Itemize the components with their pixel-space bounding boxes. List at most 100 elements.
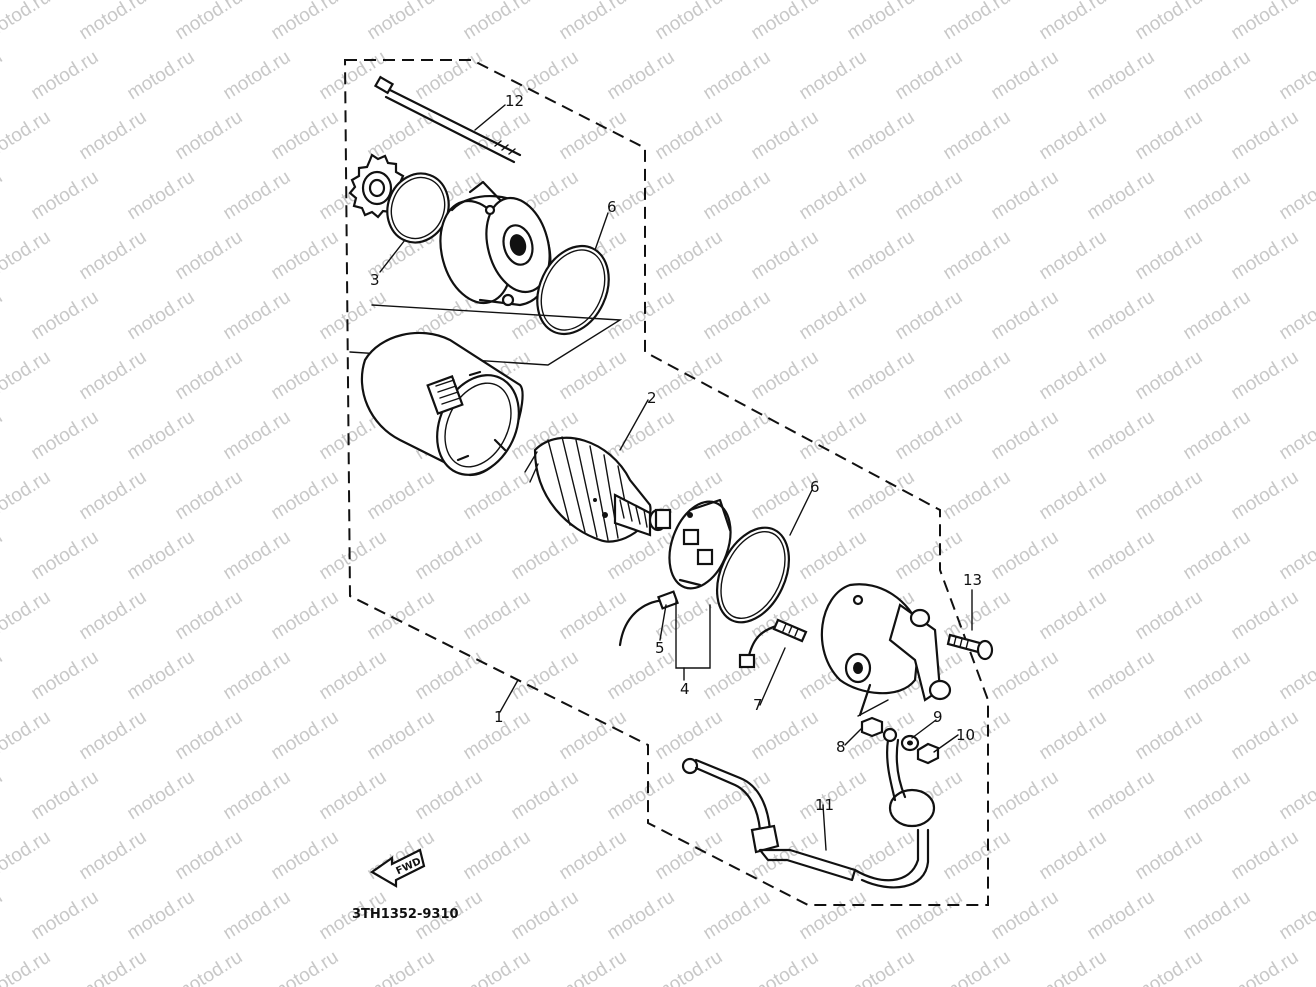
watermark-text: motod.ru (940, 347, 1015, 405)
watermark-text: motod.ru (28, 47, 103, 105)
watermark-text: motod.ru (1228, 827, 1303, 885)
watermark-text: motod.ru (1084, 47, 1159, 105)
watermark-text: motod.ru (988, 167, 1063, 225)
watermark-text: motod.ru (1180, 47, 1255, 105)
watermark-text: motod.ru (1228, 107, 1303, 165)
watermark-text: motod.ru (940, 0, 1015, 44)
watermark-text: motod.ru (1132, 0, 1207, 44)
callout-6-top: 6 (607, 198, 617, 216)
watermark-text: motod.ru (940, 707, 1015, 765)
mounting-bolt (946, 633, 994, 661)
watermark-text: motod.ru (412, 767, 487, 825)
watermark-text: motod.ru (1228, 467, 1303, 525)
callout-11: 11 (815, 796, 834, 814)
watermark-text: motod.ru (1036, 587, 1111, 645)
watermark-text: motod.ru (172, 467, 247, 525)
watermark-text: motod.ru (76, 347, 151, 405)
watermark-text: motod.ru (1276, 287, 1316, 345)
watermark-text: motod.ru (460, 587, 535, 645)
watermark-text: motod.ru (844, 347, 919, 405)
watermark-text: motod.ru (268, 347, 343, 405)
watermark-text: motod.ru (172, 347, 247, 405)
watermark-text: motod.ru (76, 107, 151, 165)
watermark-text: motod.ru (844, 107, 919, 165)
watermark-text: motod.ru (364, 467, 439, 525)
watermark-text: motod.ru (508, 767, 583, 825)
watermark-text: motod.ru (1132, 947, 1207, 987)
watermark-text: motod.ru (0, 347, 54, 405)
o-ring-top (536, 244, 610, 336)
callout-9: 9 (933, 708, 943, 726)
watermark-text: motod.ru (1036, 467, 1111, 525)
watermark-text: motod.ru (316, 527, 391, 585)
nut-8 (860, 716, 884, 738)
watermark-text: motod.ru (940, 947, 1015, 987)
watermark-text: motod.ru (172, 827, 247, 885)
watermark-text: motod.ru (652, 107, 727, 165)
watermark-text: motod.ru (652, 227, 727, 285)
callout-10: 10 (956, 726, 975, 744)
watermark-text: motod.ru (172, 947, 247, 987)
watermark-text: motod.ru (604, 887, 679, 945)
watermark-text: motod.ru (268, 227, 343, 285)
watermark-text: motod.ru (268, 707, 343, 765)
watermark-text: motod.ru (892, 167, 967, 225)
watermark-text: motod.ru (0, 0, 54, 44)
watermark-text: motod.ru (1132, 707, 1207, 765)
callout-7: 7 (753, 696, 763, 714)
watermark-text: motod.ru (892, 527, 967, 585)
watermark-text: motod.ru (28, 887, 103, 945)
watermark-text: motod.ru (748, 0, 823, 44)
watermark-text: motod.ru (1036, 0, 1111, 44)
watermark-text: motod.ru (1084, 167, 1159, 225)
watermark-text: motod.ru (316, 47, 391, 105)
watermark-text: motod.ru (0, 527, 6, 585)
watermark-text: motod.ru (748, 347, 823, 405)
watermark-text: motod.ru (0, 587, 54, 645)
watermark-text: motod.ru (1132, 827, 1207, 885)
watermark-text: motod.ru (316, 287, 391, 345)
watermark-text: motod.ru (1036, 107, 1111, 165)
watermark-text: motod.ru (508, 527, 583, 585)
watermark-text: motod.ru (172, 587, 247, 645)
watermark-text: motod.ru (652, 0, 727, 44)
assembly-boundary (343, 59, 989, 906)
watermark-text: motod.ru (844, 0, 919, 44)
watermark-text: motod.ru (412, 527, 487, 585)
watermark-text: motod.ru (220, 527, 295, 585)
watermark-text: motod.ru (28, 527, 103, 585)
callout-3: 3 (370, 271, 380, 289)
watermark-text: motod.ru (124, 647, 199, 705)
watermark-text: motod.ru (1180, 527, 1255, 585)
watermark-text: motod.ru (556, 0, 631, 44)
callout-12: 12 (505, 92, 524, 110)
watermark-text: motod.ru (988, 47, 1063, 105)
watermark-text: motod.ru (940, 467, 1015, 525)
watermark-text: motod.ru (1228, 947, 1303, 987)
watermark-text: motod.ru (0, 827, 54, 885)
watermark-text: motod.ru (0, 407, 6, 465)
watermark-text: motod.ru (220, 287, 295, 345)
watermark-text: motod.ru (556, 947, 631, 987)
callout-2: 2 (647, 389, 657, 407)
watermark-text: motod.ru (460, 0, 535, 44)
callout-4: 4 (680, 680, 690, 698)
watermark-text: motod.ru (796, 407, 871, 465)
watermark-text: motod.ru (364, 0, 439, 44)
watermark-text: motod.ru (1276, 767, 1316, 825)
yoke-housing (360, 331, 524, 477)
watermark-text: motod.ru (652, 827, 727, 885)
watermark-text: motod.ru (1084, 527, 1159, 585)
watermark-text: motod.ru (940, 827, 1015, 885)
watermark-text: motod.ru (0, 287, 6, 345)
watermark-text: motod.ru (28, 767, 103, 825)
watermark-text: motod.ru (1036, 947, 1111, 987)
rear-cover (820, 583, 952, 717)
watermark-text: motod.ru (892, 47, 967, 105)
watermark-text: motod.ru (172, 0, 247, 44)
leader-lines (379, 104, 973, 851)
watermark-text: motod.ru (604, 767, 679, 825)
watermark-text: motod.ru (268, 107, 343, 165)
